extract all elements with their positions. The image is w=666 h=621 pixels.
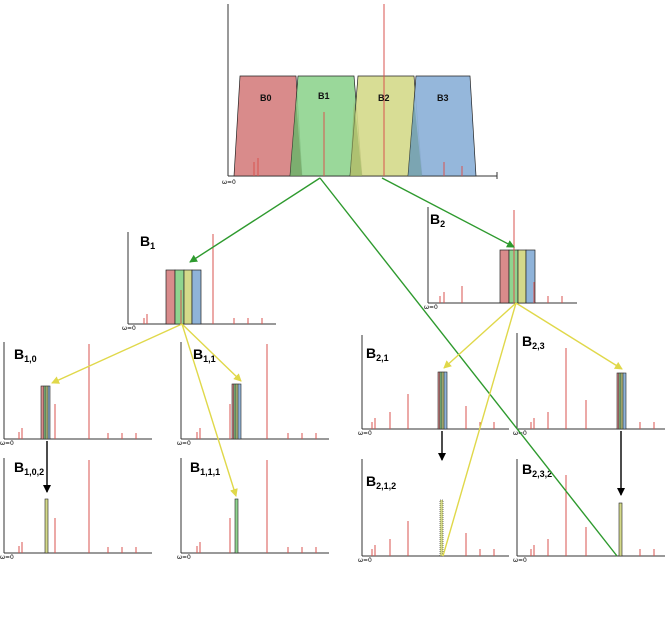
svg-text:ω=0: ω=0 [177, 440, 191, 447]
band-label-b0: B0 [260, 93, 272, 103]
svg-text:B1,1,1: B1,1,1 [190, 459, 220, 477]
decomposition-arrows [43, 177, 625, 557]
svg-text:B1,0: B1,0 [14, 346, 37, 364]
arrow-root-to-b2 [381, 177, 515, 248]
arrow-root-to-b232 [319, 177, 618, 557]
node-b102: B1,0,2 ω=0 [0, 458, 152, 561]
svg-text:ω=0: ω=0 [513, 557, 527, 564]
band-b0 [233, 75, 303, 177]
node-b21: B2,1 ω=0 [358, 335, 509, 437]
svg-text:ω=0: ω=0 [122, 325, 136, 332]
node-label-b1: B1 [140, 233, 155, 251]
root-origin-label: ω=0 [222, 179, 236, 186]
svg-text:ω=0: ω=0 [0, 554, 14, 561]
arrow-b2-to-b23 [515, 302, 623, 370]
node-b212: B2,1,2 ω=0 [358, 459, 509, 564]
band-label-b1: B1 [318, 91, 330, 101]
svg-text:B2,3: B2,3 [522, 333, 545, 351]
svg-text:B2,1: B2,1 [366, 345, 389, 363]
svg-text:B2,3,2: B2,3,2 [522, 461, 552, 479]
arrow-b1-to-b11 [181, 323, 242, 382]
root-spectrum: B0 B1 B2 B3 ω=0 [222, 4, 498, 186]
root-spectral-lines [253, 4, 463, 176]
arrow-b1-to-b10 [51, 323, 183, 384]
node-b232: B2,3,2 ω=0 [513, 459, 665, 564]
svg-text:B1,0,2: B1,0,2 [14, 459, 44, 477]
band-b2 [349, 75, 423, 177]
band-label-b3: B3 [437, 93, 449, 103]
node-label-b2: B2 [430, 211, 445, 229]
svg-text:ω=0: ω=0 [0, 440, 14, 447]
svg-text:ω=0: ω=0 [424, 304, 438, 311]
svg-text:ω=0: ω=0 [358, 557, 372, 564]
arrow-root-to-b1 [189, 177, 321, 263]
band-label-b2: B2 [378, 93, 390, 103]
arrow-b2-to-b21 [443, 302, 517, 369]
svg-text:B1,1: B1,1 [193, 346, 216, 364]
node-b1: B1 ω=0 [122, 232, 276, 332]
node-b10: B1,0 ω=0 [0, 342, 152, 447]
arrow-b2-to-b212 [442, 302, 517, 557]
arrow-b1-to-b111 [181, 323, 238, 497]
svg-text:B2,1,2: B2,1,2 [366, 473, 396, 491]
node-b2: B2 ω=0 [424, 207, 577, 311]
svg-text:ω=0: ω=0 [177, 554, 191, 561]
svg-text:ω=0: ω=0 [358, 430, 372, 437]
node-b11: B1,1 ω=0 [177, 342, 329, 447]
node-b111: B1,1,1 ω=0 [177, 458, 329, 561]
